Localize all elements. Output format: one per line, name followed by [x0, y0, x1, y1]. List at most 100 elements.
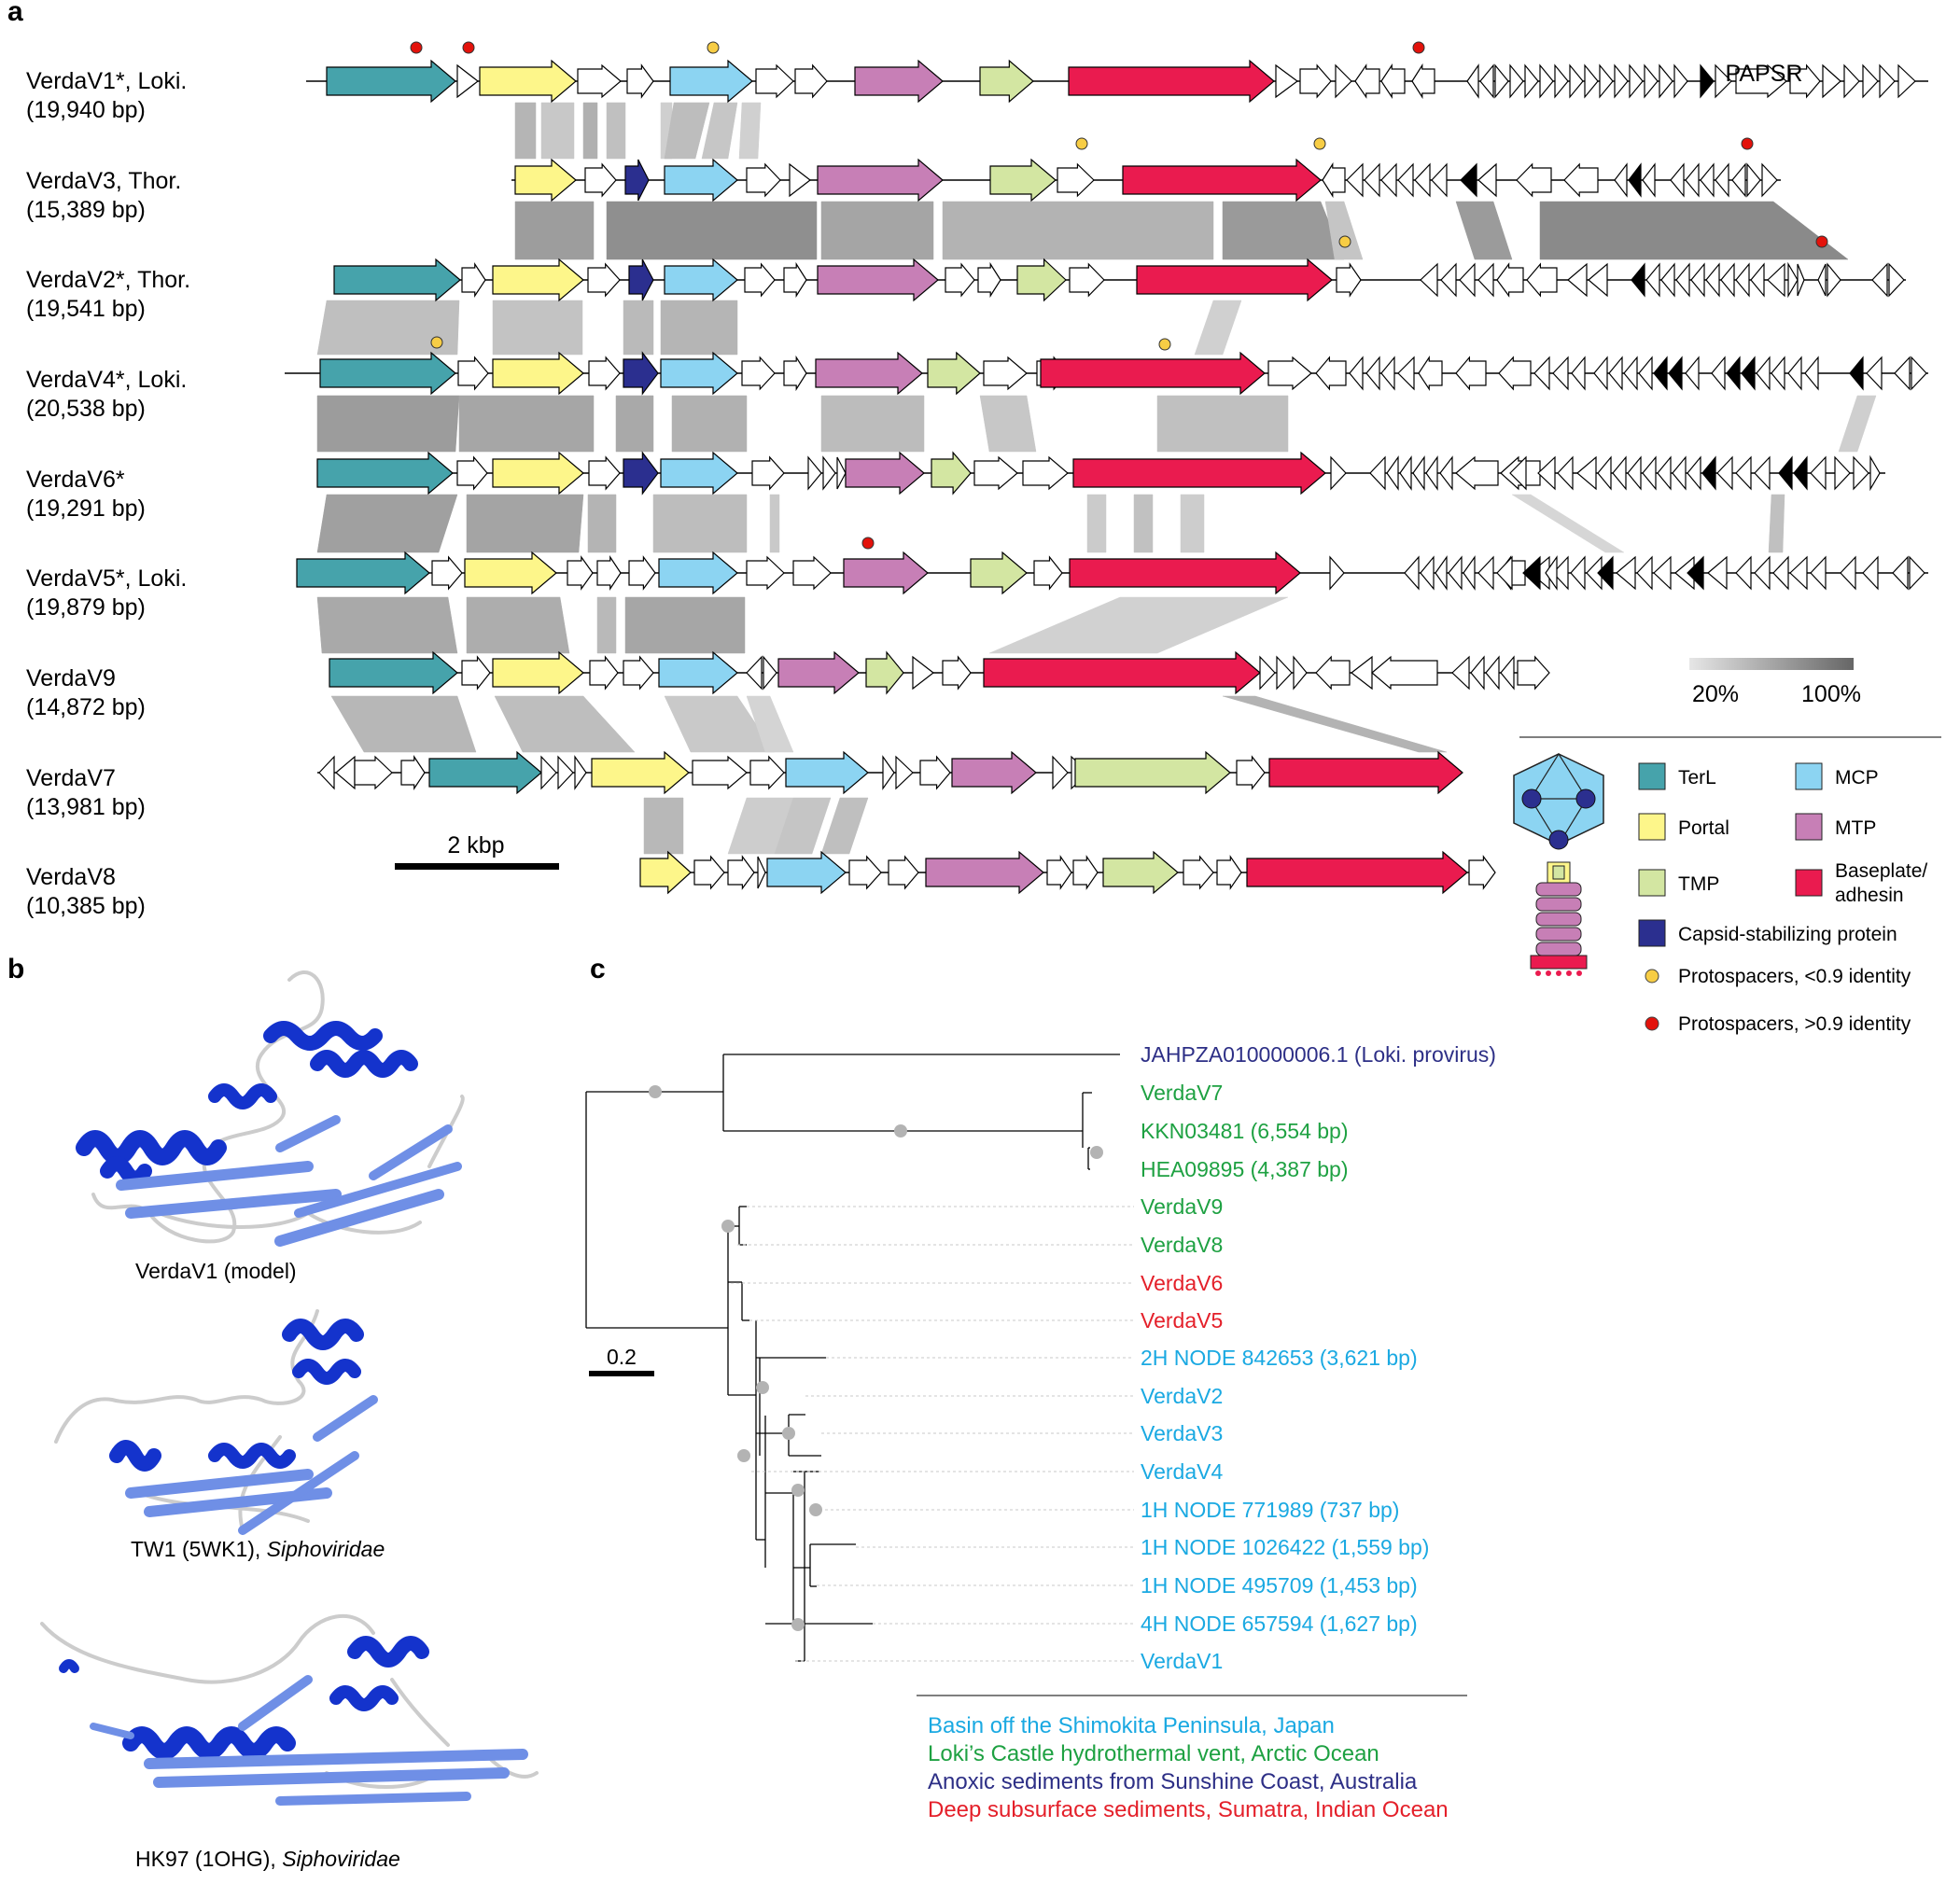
- gene-arrow: [623, 655, 654, 691]
- gene-arrow: [1022, 455, 1069, 491]
- gene-arrow: [1509, 455, 1527, 491]
- gene-arrow: [1670, 162, 1685, 198]
- gene-arrow: [354, 755, 393, 790]
- gene-arrow: [1687, 455, 1701, 491]
- gene-arrow: [1516, 162, 1552, 198]
- gene-arrow: [584, 162, 617, 198]
- gene-arrow: [1853, 455, 1869, 491]
- gene-arrow: [335, 755, 356, 790]
- baseplate-gene-arrow: [983, 650, 1261, 695]
- synteny-band: [466, 494, 584, 553]
- gene-arrow: [1761, 162, 1778, 198]
- gene-arrow: [1571, 356, 1586, 391]
- location-label: Basin off the Shimokita Peninsula, Japan: [928, 1713, 1335, 1738]
- baseplate-gene-arrow: [1268, 750, 1463, 795]
- synteny-bands: [316, 102, 1877, 855]
- tree-leaf-label: 2H NODE 842653 (3,621 bp): [1141, 1346, 1418, 1370]
- mtp-gene-arrow: [854, 59, 944, 104]
- gene-arrow: [1329, 555, 1345, 591]
- gene-arrow: [794, 63, 828, 99]
- gene-arrow: [749, 755, 785, 790]
- synteny-band: [652, 494, 748, 553]
- papsr-gene-arrow: [1597, 555, 1614, 591]
- gene-arrow: [1597, 455, 1612, 491]
- gene-arrow: [1046, 855, 1072, 890]
- gene-arrow: [1636, 555, 1653, 591]
- gene-arrow: [1657, 455, 1672, 491]
- synteny-band: [1156, 395, 1289, 453]
- synteny-band: [582, 102, 598, 160]
- baseplate-gene-arrow: [1069, 551, 1301, 595]
- tree-leaf-label: VerdaV3: [1141, 1421, 1223, 1445]
- baseplate-gene-arrow: [1072, 451, 1326, 495]
- genome-row: [316, 451, 1885, 495]
- scale-bar-2kbp: 2 kbp: [395, 832, 559, 870]
- synteny-band: [1768, 494, 1785, 553]
- gene-arrow: [1685, 356, 1700, 391]
- papsr-gene-arrow: [1668, 356, 1683, 391]
- synteny-band: [316, 395, 460, 453]
- gene-arrow: [1644, 63, 1659, 99]
- synteny-band: [1133, 494, 1154, 553]
- genome-row: [333, 258, 1906, 302]
- panel-letter-c: c: [590, 954, 606, 984]
- genome-row: [317, 750, 1463, 795]
- synteny-band: [514, 201, 595, 260]
- gene-arrow: [1468, 855, 1496, 890]
- mcp-gene-arrow: [664, 258, 738, 302]
- genome-name: VerdaV7: [26, 765, 116, 791]
- gene-arrow: [1756, 356, 1771, 391]
- gene-arrow: [983, 356, 1028, 391]
- gene-arrow: [1685, 162, 1700, 198]
- genome-name: VerdaV2*, Thor.: [26, 267, 190, 293]
- gene-arrow: [1267, 356, 1312, 391]
- gene-arrow: [1477, 262, 1494, 298]
- legend-mtp: MTP: [1835, 817, 1876, 839]
- mcp-gene-arrow: [669, 59, 753, 104]
- gene-arrow: [1354, 63, 1380, 99]
- gene-arrow: [1425, 455, 1438, 491]
- gene-arrow: [1299, 63, 1332, 99]
- gene-arrow: [588, 455, 621, 491]
- gene-arrow: [1623, 356, 1638, 391]
- gene-arrow: [589, 655, 619, 691]
- support-node: [721, 1220, 735, 1233]
- gene-arrow: [1412, 455, 1425, 491]
- synteny-band: [701, 102, 738, 160]
- gene-arrow: [1584, 63, 1599, 99]
- identity-high-label: 100%: [1801, 681, 1861, 707]
- gene-arrow: [1275, 63, 1299, 99]
- papsr-gene-arrow: [1701, 455, 1716, 491]
- identity-low-label: 20%: [1692, 681, 1739, 707]
- mcp-gene-arrow: [785, 750, 869, 795]
- papsr-gene-arrow: [1726, 356, 1741, 391]
- gene-arrow: [744, 262, 776, 298]
- mtp-gene-arrow: [845, 451, 925, 495]
- gene-arrow: [1675, 262, 1690, 298]
- tmp-gene-arrow: [931, 451, 972, 495]
- baseplate-gene-arrow: [1246, 850, 1468, 895]
- tree-leaf-label: JAHPZA010000006.1 (Loki. provirus): [1141, 1042, 1496, 1067]
- tmp-gene-arrow: [1074, 750, 1231, 795]
- papsr-gene-arrow: [1778, 455, 1793, 491]
- gene-arrow: [1346, 162, 1364, 198]
- synteny-band: [514, 102, 537, 160]
- gene-arrow: [1557, 455, 1574, 491]
- synteny-band: [1838, 395, 1877, 453]
- phylogenetic-tree: [585, 1054, 1134, 1662]
- synteny-band: [316, 300, 460, 356]
- gene-arrow: [1642, 162, 1656, 198]
- gene-arrow: [1380, 356, 1395, 391]
- gene-arrow: [693, 855, 725, 890]
- genome-size: (13,981 bp): [26, 794, 146, 820]
- gene-arrow: [1715, 63, 1732, 99]
- gene-arrow: [1451, 655, 1470, 691]
- gene-arrow: [942, 655, 972, 691]
- genome-name: VerdaV9: [26, 665, 116, 691]
- gene-arrow: [1365, 356, 1380, 391]
- synteny-band: [330, 695, 477, 753]
- genome-name: VerdaV4*, Loki.: [26, 367, 187, 393]
- synteny-band: [660, 300, 738, 356]
- gene-arrow: [1414, 162, 1431, 198]
- structure-caption: HK97 (1OHG), Siphoviridae: [135, 1847, 400, 1871]
